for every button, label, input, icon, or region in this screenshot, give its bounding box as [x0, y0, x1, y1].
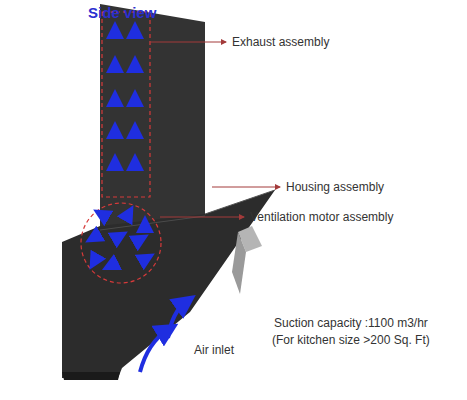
- diagram-title: Side view: [88, 4, 156, 22]
- part-label: Exhaust assembly: [232, 35, 329, 49]
- duct-outline: [102, 12, 150, 197]
- inlet-arrows: [140, 302, 186, 372]
- inlet-flap: [232, 232, 246, 294]
- spec-note: Suction capacity :1100 m3/hr: [274, 316, 428, 330]
- hood-body: [62, 190, 275, 378]
- spec-note: (For kitchen size >200 Sq. Ft): [272, 333, 430, 347]
- hood-base: [62, 372, 120, 380]
- part-label: Ventilation motor assembly: [250, 210, 393, 224]
- flow-label: Air inlet: [194, 343, 234, 357]
- part-label: Housing assembly: [286, 180, 384, 194]
- leader-lines: [150, 42, 280, 217]
- chimney: [100, 4, 205, 232]
- flow-arrows: [93, 30, 147, 266]
- motor-outline: [81, 203, 161, 283]
